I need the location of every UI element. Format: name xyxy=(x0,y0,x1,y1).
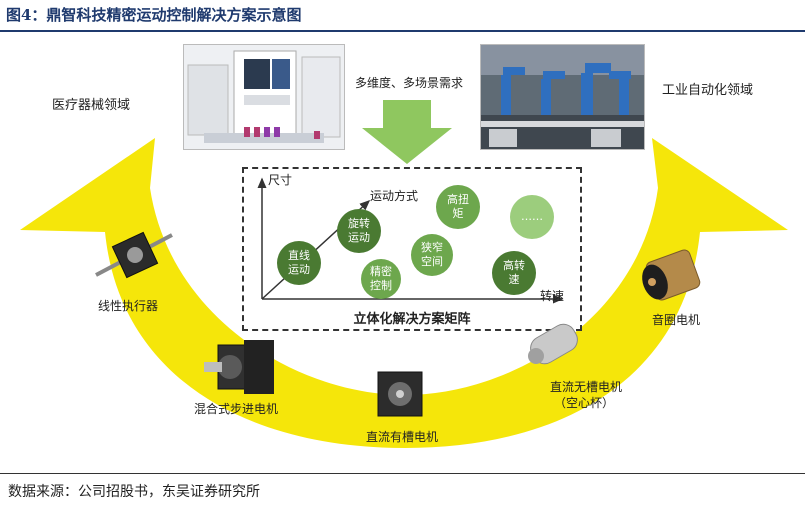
solution-matrix: 尺寸 转速 运动方式 直线运动 旋转运动 精密控制 狭窄空间 高扭矩 高转速 …… xyxy=(242,167,582,331)
voice-coil-motor-icon xyxy=(642,249,701,301)
medical-device-photo xyxy=(183,44,345,150)
figure-source: 数据来源：公司招股书，东吴证券研究所 xyxy=(8,484,260,500)
figure-title: 图4：鼎智科技精密运动控制解决方案示意图 xyxy=(6,6,302,24)
hybrid-stepper-icon xyxy=(204,340,274,394)
title-rule xyxy=(0,30,805,32)
label-voice-coil-motor: 音圈电机 xyxy=(652,313,701,327)
circle-more: …… xyxy=(510,195,554,239)
industrial-field-label: 工业自动化领域 xyxy=(662,83,754,98)
circle-rotary-motion: 旋转运动 xyxy=(337,209,381,253)
label-dc-slot-motor: 直流有槽电机 xyxy=(366,430,439,444)
circle-precision-control: 精密控制 xyxy=(361,259,401,299)
demand-arrow-shape xyxy=(362,100,452,164)
dc-slot-motor-icon xyxy=(377,371,423,417)
linear-actuator-icon xyxy=(95,231,173,279)
circle-high-torque: 高扭矩 xyxy=(436,185,480,229)
dc-slotless-motor-icon xyxy=(528,323,578,365)
matrix-title: 立体化解决方案矩阵 xyxy=(353,312,471,327)
source-rule xyxy=(0,473,805,474)
label-linear-actuator: 线性执行器 xyxy=(98,299,159,313)
medical-field-label: 医疗器械领域 xyxy=(52,98,131,113)
demand-down-arrow xyxy=(362,100,452,164)
product-illustrations xyxy=(95,231,701,417)
label-dc-slotless-motor: 直流无槽电机 xyxy=(550,380,623,394)
demand-label: 多维度、多场景需求 xyxy=(355,76,464,90)
label-hybrid-stepper: 混合式步进电机 xyxy=(194,402,279,416)
label-dc-slotless-sub: （空心杯） xyxy=(554,396,615,410)
axis-label-motion: 运动方式 xyxy=(370,189,419,203)
axis-label-size: 尺寸 xyxy=(268,173,293,187)
circle-narrow-space: 狭窄空间 xyxy=(411,234,453,276)
industrial-robots-photo xyxy=(480,44,645,150)
circle-high-speed: 高转速 xyxy=(492,251,536,295)
axis-label-speed: 转速 xyxy=(540,289,565,303)
circle-linear-motion: 直线运动 xyxy=(277,241,321,285)
